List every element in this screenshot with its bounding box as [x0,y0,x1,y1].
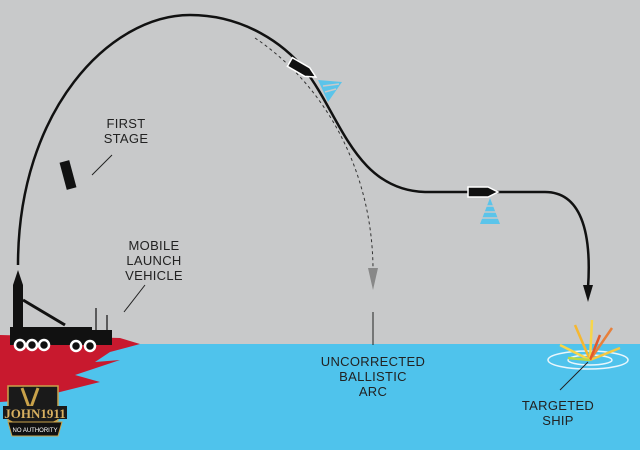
label-line: VEHICLE [125,268,183,283]
first-stage-booster [59,160,77,190]
john1911-logo: JOHN1911 NO AUTHORITY [3,385,67,437]
label-uncorrected-ballistic-arc: UNCORRECTED BALLISTIC ARC [318,354,428,399]
label-targeted-ship: TARGETED SHIP [518,398,598,428]
label-line: STAGE [103,131,149,146]
mobile-launch-vehicle [10,270,112,353]
label-line: ARC [358,384,388,399]
leader-launch-vehicle [123,284,146,313]
label-line: FIRST [106,116,146,131]
radar-cone-icon [318,80,342,102]
ballistic-arc-dashed [254,37,374,269]
leader-first-stage [91,154,113,176]
radar-cone-icon-2 [476,198,504,224]
warhead-arrow-ship [583,285,593,302]
label-first-stage: FIRST STAGE [96,116,156,146]
label-line: SHIP [542,413,574,428]
missile-terminal [467,186,500,198]
label-line: LAUNCH [126,253,182,268]
svg-text:NO AUTHORITY: NO AUTHORITY [12,428,57,434]
label-line: BALLISTIC [339,369,407,384]
label-mobile-launch-vehicle: MOBILE LAUNCH VEHICLE [118,238,190,283]
svg-text:JOHN1911: JOHN1911 [4,406,65,421]
explosion [547,319,629,370]
leader-ship [559,361,589,391]
warhead-arrow-ballistic [368,268,378,290]
label-line: UNCORRECTED [320,354,426,369]
label-line: MOBILE [128,238,180,253]
main-trajectory [16,13,590,289]
missile-midcourse [286,56,318,78]
label-line: TARGETED [521,398,595,413]
